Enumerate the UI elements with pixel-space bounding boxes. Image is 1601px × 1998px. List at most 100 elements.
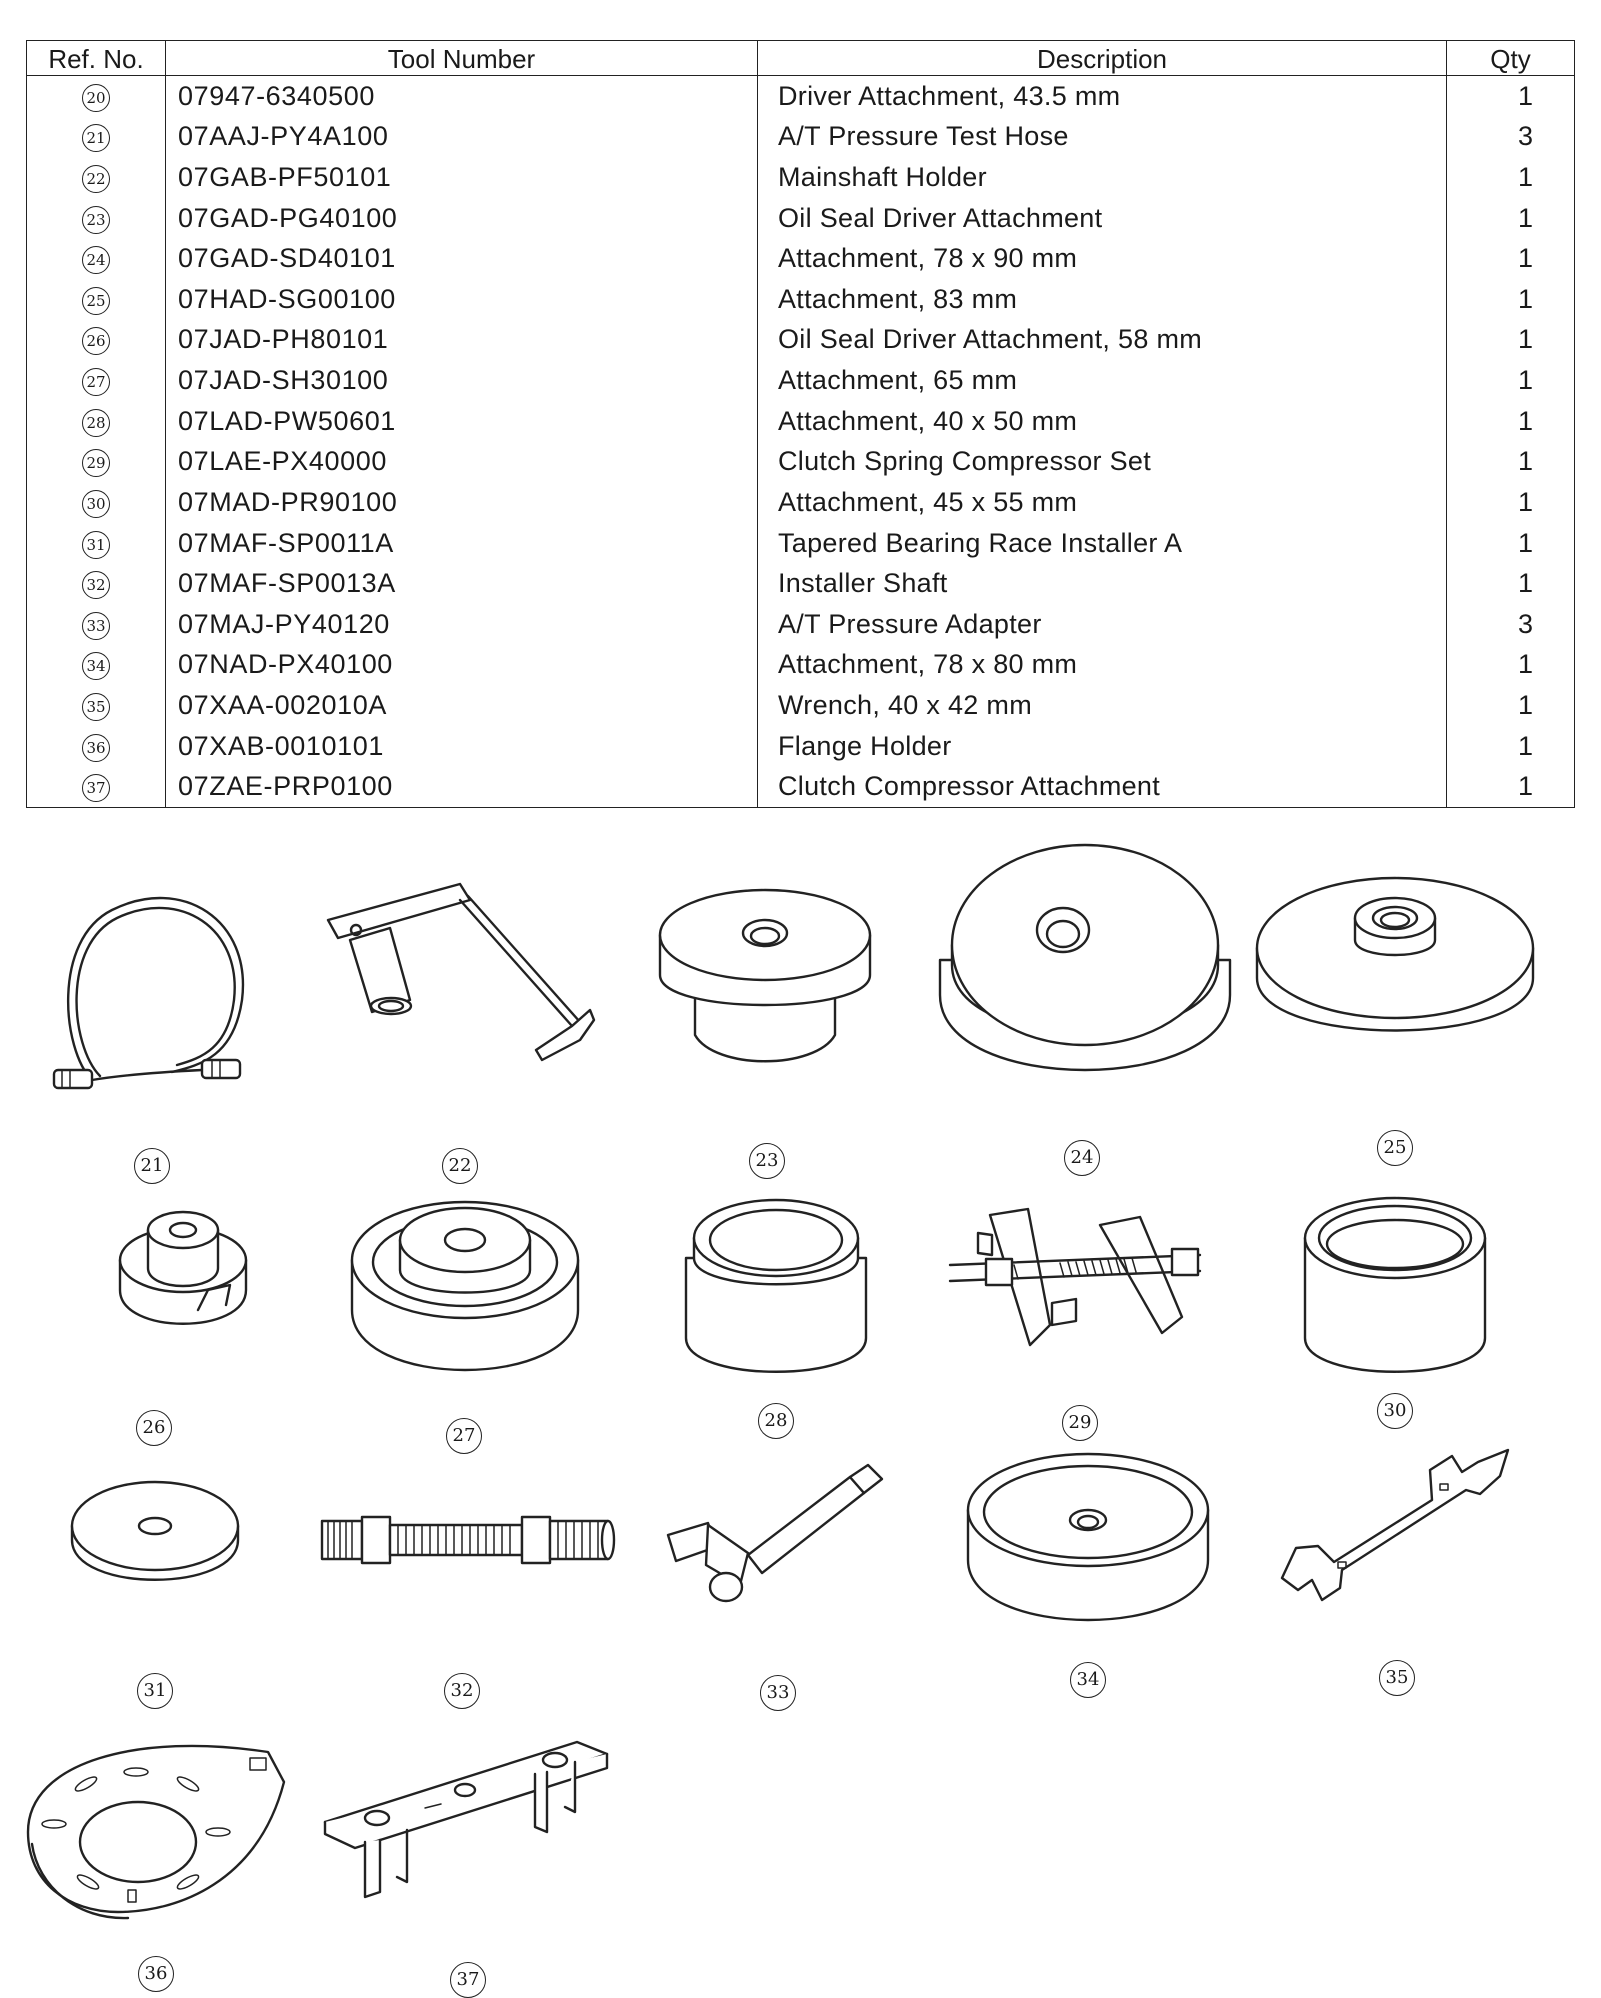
- qty-cell: 1: [1446, 75, 1575, 117]
- tool-number-cell: 07LAD-PW50601: [165, 400, 758, 442]
- ref-no-cell: 24: [27, 238, 166, 279]
- test-hose-icon: [52, 896, 245, 1090]
- ref-no-badge: 35: [82, 692, 110, 721]
- figure-24: 24: [938, 843, 1232, 1176]
- figure-25: 25: [1255, 868, 1535, 1166]
- ref-no-badge: 34: [82, 652, 110, 681]
- ref-no-cell: 31: [27, 523, 166, 564]
- description-cell: Attachment, 40 x 50 mm: [757, 400, 1447, 442]
- ref-no-cell: 32: [27, 563, 166, 604]
- figure-35-label: 35: [1379, 1660, 1415, 1696]
- figure-33: 33: [666, 1463, 888, 1711]
- qty-cell: 1: [1446, 279, 1575, 320]
- ref-no-cell: 26: [27, 320, 166, 361]
- ref-no-badge: 33: [82, 611, 110, 640]
- ref-no-cell: 21: [27, 117, 166, 158]
- qty-cell: 1: [1446, 725, 1575, 767]
- figure-26: 26: [118, 1210, 248, 1446]
- figure-31: 31: [70, 1478, 240, 1709]
- tool-number-cell: 07ZAE-PRP0100: [165, 766, 758, 808]
- spring-compressor-icon: [948, 1207, 1202, 1347]
- ref-no-badge: 23: [82, 205, 110, 234]
- description-cell: Clutch Compressor Attachment: [757, 766, 1447, 808]
- tool-number-cell: 07JAD-SH30100: [165, 360, 758, 401]
- tool-number-cell: 07LAE-PX40000: [165, 441, 758, 483]
- figure-34-label: 34: [1070, 1662, 1106, 1698]
- figure-36-label: 36: [138, 1956, 174, 1992]
- ref-no-cell: 35: [27, 685, 166, 726]
- ref-no-cell: 36: [27, 726, 166, 767]
- compressor-attachment-icon: [323, 1740, 609, 1899]
- qty-cell: 3: [1446, 603, 1575, 645]
- figure-22: 22: [310, 880, 600, 1184]
- installer-shaft-icon: [320, 1515, 616, 1565]
- figure-25-label: 25: [1377, 1130, 1413, 1166]
- attachment-sleeve-icon: [684, 1198, 868, 1373]
- figure-29-label: 29: [1062, 1405, 1098, 1441]
- ref-no-cell: 29: [27, 441, 166, 482]
- qty-cell: 1: [1446, 644, 1575, 686]
- figure-31-label: 31: [137, 1673, 173, 1709]
- ref-no-badge: 30: [82, 489, 110, 518]
- tool-number-cell: 07GAD-SD40101: [165, 238, 758, 280]
- qty-cell: 1: [1446, 482, 1575, 523]
- figure-37: 37: [323, 1712, 615, 1998]
- tool-number-cell: 07MAF-SP0013A: [165, 563, 758, 604]
- figure-30-label: 30: [1377, 1393, 1413, 1429]
- figure-35: 35: [1280, 1448, 1512, 1696]
- attachment-disc-icon: [938, 843, 1232, 1072]
- description-cell: Wrench, 40 x 42 mm: [757, 685, 1447, 726]
- flange-holder-icon: [26, 1744, 286, 1920]
- figure-33-label: 33: [760, 1675, 796, 1711]
- figure-37-label: 37: [450, 1962, 486, 1998]
- ref-no-cell: 25: [27, 279, 166, 320]
- driver-attachment-icon: [658, 888, 872, 1063]
- description-cell: Oil Seal Driver Attachment, 58 mm: [757, 319, 1447, 361]
- ref-no-cell: 34: [27, 645, 166, 686]
- qty-cell: 1: [1446, 400, 1575, 442]
- ref-no-badge: 20: [82, 83, 110, 112]
- qty-cell: 1: [1446, 157, 1575, 198]
- tool-number-cell: 07XAB-0010101: [165, 725, 758, 767]
- attachment-cup-icon: [966, 1452, 1210, 1622]
- ref-no-badge: 32: [82, 571, 110, 600]
- figure-32: 32: [320, 1505, 616, 1709]
- figure-26-label: 26: [136, 1410, 172, 1446]
- figure-27-label: 27: [446, 1418, 482, 1454]
- figure-24-label: 24: [1064, 1140, 1100, 1176]
- tool-number-cell: 07947-6340500: [165, 75, 758, 117]
- description-cell: Attachment, 78 x 90 mm: [757, 238, 1447, 280]
- tool-number-cell: 07MAJ-PY40120: [165, 603, 758, 645]
- tool-number-cell: 07NAD-PX40100: [165, 644, 758, 686]
- ref-no-cell: 23: [27, 198, 166, 239]
- qty-cell: 3: [1446, 116, 1575, 158]
- qty-cell: 1: [1446, 441, 1575, 483]
- tool-number-cell: 07MAF-SP0011A: [165, 522, 758, 564]
- description-cell: Attachment, 45 x 55 mm: [757, 482, 1447, 523]
- description-header: Description: [757, 40, 1447, 76]
- ref-no-badge: 27: [82, 368, 110, 397]
- figure-29: 29: [948, 1205, 1210, 1441]
- figure-23: 23: [655, 875, 875, 1179]
- ref-no-badge: 28: [82, 408, 110, 437]
- description-cell: Mainshaft Holder: [757, 157, 1447, 198]
- figure-21-label: 21: [134, 1148, 170, 1184]
- ref-no-badge: 31: [82, 530, 110, 559]
- ref-no-badge: 37: [82, 774, 110, 803]
- description-cell: A/T Pressure Test Hose: [757, 116, 1447, 158]
- qty-cell: 1: [1446, 685, 1575, 726]
- ref-no-cell: 20: [27, 76, 166, 117]
- table-header-row: Ref. No. Tool Number Description Qty: [26, 40, 1575, 76]
